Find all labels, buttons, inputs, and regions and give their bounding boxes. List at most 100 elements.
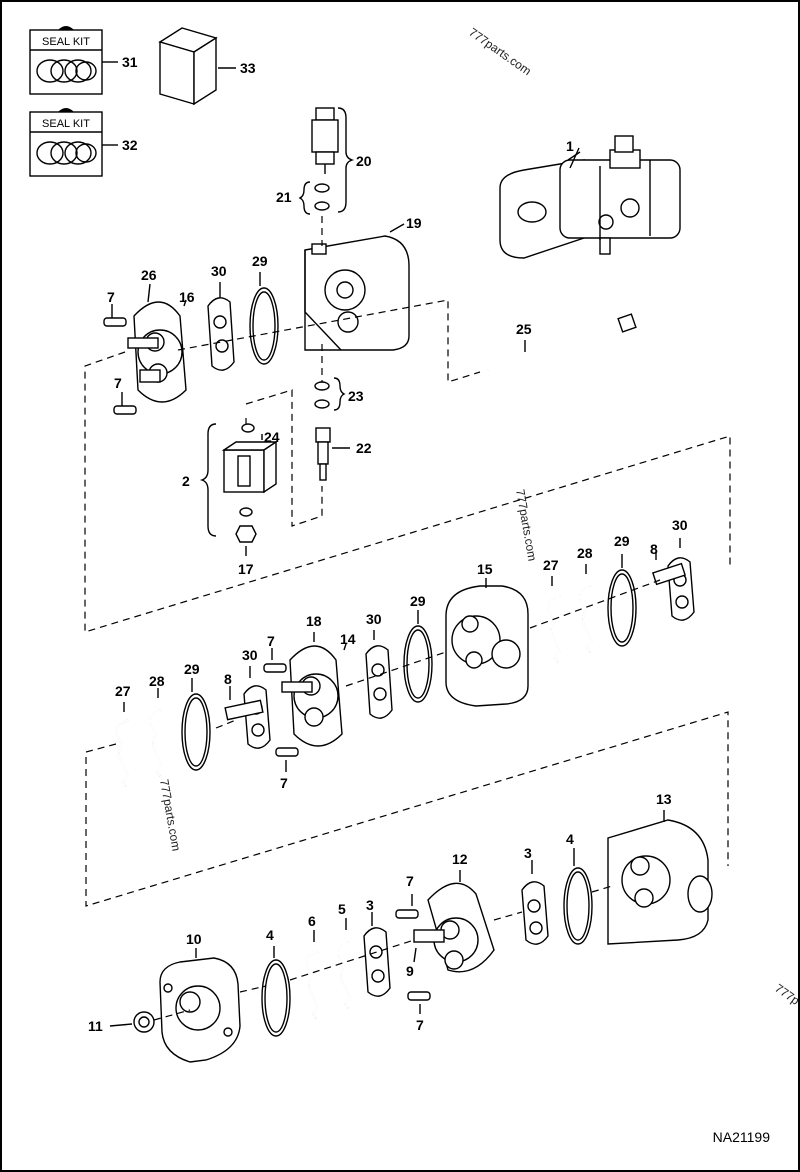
seal-ring-29: 29 <box>607 533 637 647</box>
wear-plate-30: 30 <box>365 611 393 719</box>
callout-30: 30 <box>366 611 382 627</box>
gear-plate-12: 12 <box>413 851 495 973</box>
center-housing-15: 15 <box>445 561 529 707</box>
seal-ring-29: 29 <box>403 593 433 703</box>
wear-plate-30: 30 <box>207 263 235 371</box>
seal-28: 28 <box>577 545 594 653</box>
callout-14: 14 <box>340 631 356 647</box>
callout-10: 10 <box>186 931 202 947</box>
callout-7: 7 <box>416 1017 424 1033</box>
callout-19: 19 <box>406 215 422 231</box>
callout-26: 26 <box>141 267 157 283</box>
o-rings-23: 23 <box>314 377 364 411</box>
callout-29: 29 <box>252 253 268 269</box>
callout-27: 27 <box>543 557 559 573</box>
callout-3: 3 <box>524 845 532 861</box>
seal-ring-4: 4 <box>563 831 593 945</box>
assembly-guide-lines <box>153 885 613 1021</box>
callout-4: 4 <box>266 927 274 943</box>
callout-25: 25 <box>516 321 532 337</box>
callout-13: 13 <box>656 791 672 807</box>
callout-2: 2 <box>182 473 190 489</box>
o-rings-icon <box>36 141 97 165</box>
check-valve-22: 22 <box>315 427 372 481</box>
callout-16: 16 <box>179 289 195 305</box>
wear-plate-3: 3 <box>521 845 549 945</box>
assembled-pump-1: 1 <box>499 135 681 259</box>
drawing-code: NA21199 <box>713 1129 771 1145</box>
callout-15: 15 <box>477 561 493 577</box>
backup-ring-27: 27 <box>114 683 131 787</box>
callout-8: 8 <box>650 541 658 557</box>
callout-30: 30 <box>672 517 688 533</box>
callout-11: 11 <box>88 1018 103 1034</box>
gear-plate-18: 18 14 <box>281 613 356 747</box>
seal-28: 28 <box>148 673 165 777</box>
dowel-pins-7: 7 7 <box>395 873 431 1033</box>
seal-kit-label: SEAL KIT <box>42 36 90 48</box>
callout-3: 3 <box>366 897 374 913</box>
callout-5: 5 <box>338 901 346 917</box>
dowel-pins-7: 7 7 <box>263 633 299 791</box>
drive-shaft-8: 8 <box>650 541 687 586</box>
wear-plate-30: 30 <box>242 647 271 749</box>
callout-23: 23 <box>348 388 364 404</box>
callout-27: 27 <box>115 683 131 699</box>
callout-20: 20 <box>356 153 372 169</box>
watermark: 777parts.com <box>157 778 183 852</box>
drive-gear-9: 9 <box>406 947 417 979</box>
callout-7: 7 <box>280 775 288 791</box>
flange-cover-10: 10 <box>159 931 241 1063</box>
callout-6: 6 <box>308 913 316 929</box>
callout-28: 28 <box>577 545 593 561</box>
backup-ring-6: 6 <box>304 913 320 1019</box>
seal-5: 5 <box>336 901 352 1009</box>
callout-33: 33 <box>240 60 256 76</box>
seal-kit-label: SEAL KIT <box>42 118 90 130</box>
seal-ring-29: 29 <box>249 253 279 365</box>
valve-housing-19: 19 <box>304 215 422 351</box>
packaging-box-33: 33 <box>158 27 256 106</box>
callout-30: 30 <box>242 647 258 663</box>
callout-28: 28 <box>149 673 165 689</box>
callout-29: 29 <box>614 533 630 549</box>
callout-30: 30 <box>211 263 227 279</box>
front-housing-13: 13 <box>607 791 713 945</box>
drive-shaft-8: 8 <box>224 671 264 721</box>
seal-ring-4: 4 <box>261 927 291 1037</box>
seal-ring-29: 29 <box>181 661 211 771</box>
shaft-seal-11: 11 <box>88 1011 155 1034</box>
callout-21: 21 <box>276 189 292 205</box>
callout-7: 7 <box>267 633 275 649</box>
watermark: 777parts.com <box>513 488 539 562</box>
o-rings-21: 21 <box>276 181 330 215</box>
kit-handle-icon <box>58 108 74 112</box>
callout-12: 12 <box>452 851 468 867</box>
seal-kit-31: SEAL KIT 31 <box>29 26 138 95</box>
watermark: 777parts.com <box>466 25 534 78</box>
callout-24: 24 <box>264 429 280 445</box>
watermark: 777p <box>772 981 800 1008</box>
assembly-guide-lines <box>85 579 729 907</box>
gear-plate-26: 26 16 <box>127 267 195 403</box>
callout-1: 1 <box>566 138 574 154</box>
relief-valve-20: 20 <box>311 107 372 213</box>
callout-31: 31 <box>122 54 138 70</box>
wear-plate-3: 3 <box>363 897 391 997</box>
o-rings-icon <box>36 59 97 83</box>
callout-7: 7 <box>406 873 414 889</box>
callout-7: 7 <box>107 289 115 305</box>
callout-18: 18 <box>306 613 322 629</box>
callout-22: 22 <box>356 440 372 456</box>
assembly-guide-lines <box>84 216 731 633</box>
callout-8: 8 <box>224 671 232 687</box>
dowel-pins-7: 7 7 <box>103 289 137 415</box>
callout-29: 29 <box>184 661 200 677</box>
callout-29: 29 <box>410 593 426 609</box>
solenoid-assembly-2: 2 24 17 <box>182 423 280 577</box>
tie-bolt-25: 25 <box>487 313 637 372</box>
callout-9: 9 <box>406 963 414 979</box>
